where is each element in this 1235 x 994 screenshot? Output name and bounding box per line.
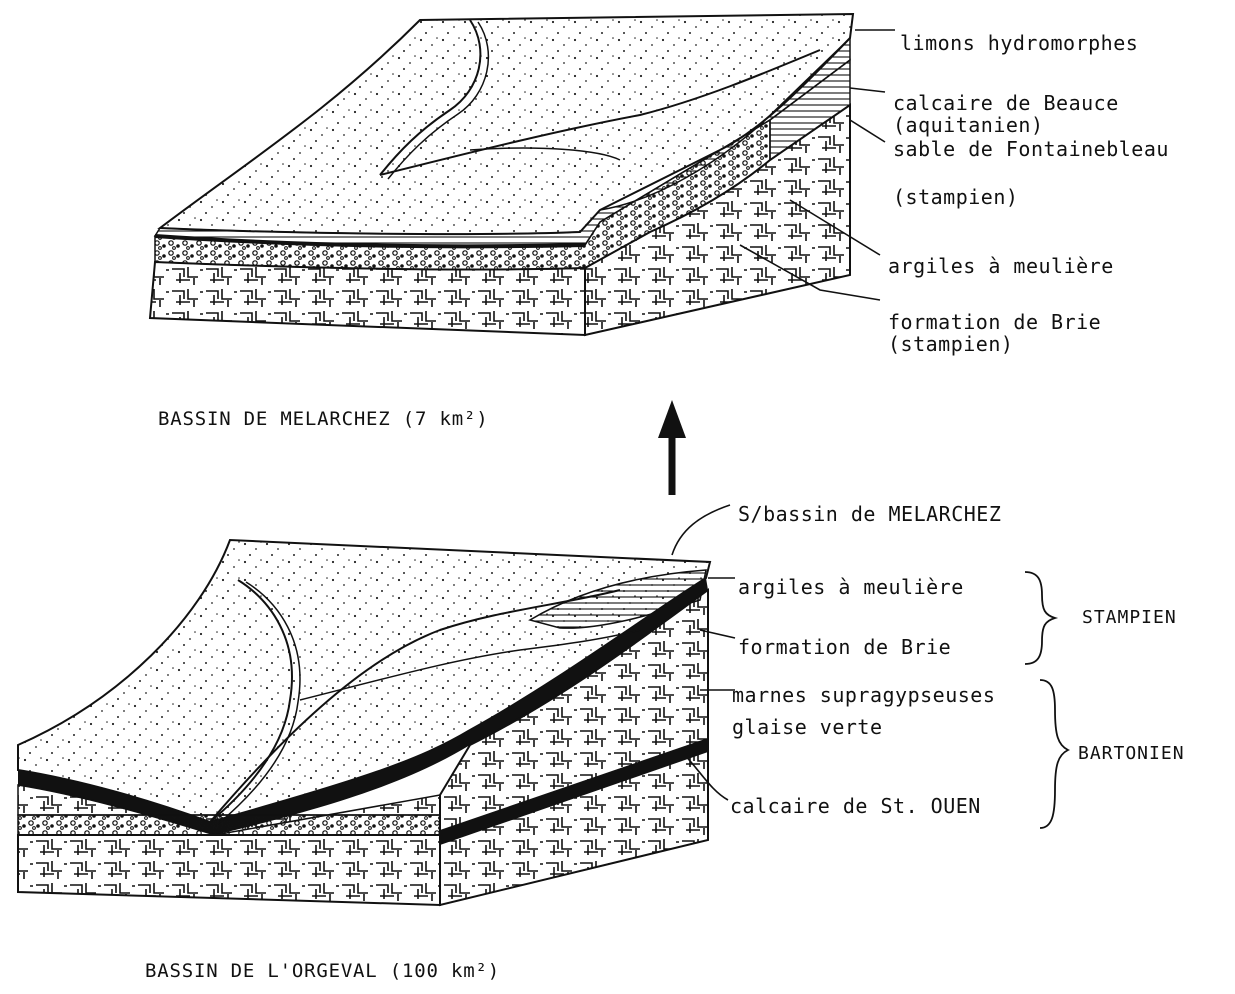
top-block	[150, 14, 853, 335]
label-argiles-a-meuliere-top: argiles à meulière	[888, 255, 1114, 277]
label-formation-de-brie-line1: formation de Brie	[888, 311, 1101, 333]
caption-bassin-melarchez: BASSIN DE MELARCHEZ (7 km²)	[158, 408, 488, 430]
brace-stampien	[1025, 572, 1055, 664]
label-formation-de-brie-line2: (stampien)	[888, 333, 1101, 355]
label-sable-stampien: (stampien)	[893, 186, 1018, 208]
bottom-block	[18, 540, 710, 905]
label-formation-de-brie-top: formation de Brie (stampien)	[888, 311, 1101, 355]
label-subbasin-melarchez: S/bassin de MELARCHEZ	[738, 503, 1001, 525]
brace-bartonien	[1040, 680, 1068, 828]
label-calcaire-de-beauce-line1: calcaire de Beauce	[893, 92, 1119, 114]
label-marnes-supragypseuses: marnes supragypseuses	[732, 684, 995, 706]
label-limons-hydromorphes: limons hydromorphes	[900, 32, 1138, 54]
group-label-stampien: STAMPIEN	[1082, 607, 1177, 629]
bottom-block-front-lower	[18, 835, 440, 905]
label-calcaire-de-beauce-line2: (aquitanien)	[893, 114, 1119, 136]
bottom-block-gravel	[18, 815, 440, 835]
group-label-bartonien: BARTONIEN	[1078, 743, 1185, 765]
label-sable-de-fontainebleau: sable de Fontainebleau	[893, 138, 1169, 160]
caption-bassin-orgeval: BASSIN DE L'ORGEVAL (100 km²)	[145, 960, 500, 982]
label-argiles-a-meuliere-bottom: argiles à meulière	[738, 576, 964, 598]
label-calcaire-de-beauce: calcaire de Beauce (aquitanien)	[893, 92, 1119, 136]
up-arrow	[658, 400, 686, 495]
top-block-front	[150, 262, 585, 335]
label-glaise-verte: glaise verte	[732, 716, 883, 738]
label-calcaire-de-st-ouen: calcaire de St. OUEN	[730, 795, 981, 817]
label-formation-de-brie-bottom: formation de Brie	[738, 636, 951, 658]
